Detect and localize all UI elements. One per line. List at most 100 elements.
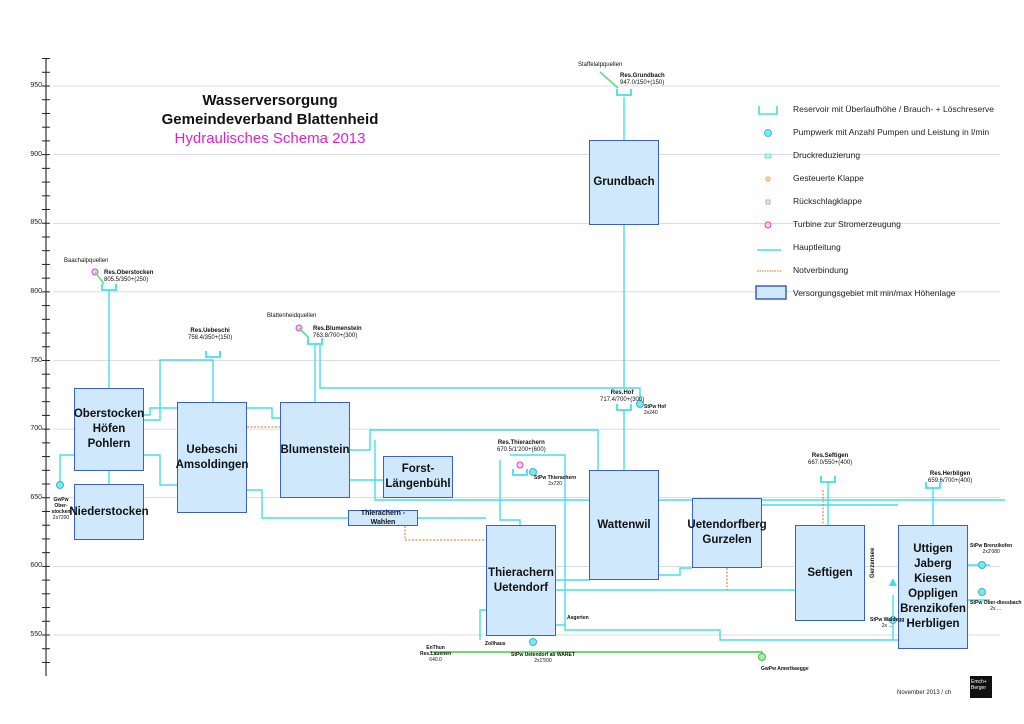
- pump-icon: [764, 129, 772, 137]
- pressure-reducer-icon: [764, 153, 772, 159]
- pipe-ober-uebeschi: [144, 454, 177, 486]
- source-label-baachalp: Baachalpquellen: [64, 258, 109, 264]
- axis-tick-label: 650: [30, 493, 42, 501]
- pump-amerikaegge-icon: [758, 653, 766, 661]
- area-thierachern-wahlen[interactable]: Thierachern -Wahlen: [348, 510, 418, 526]
- reservoir-uebeschi-icon: [205, 351, 221, 358]
- area-seftigen[interactable]: Seftigen: [795, 525, 865, 621]
- reservoir-grundbach-icon: [616, 89, 632, 96]
- reservoir-blumenstein-icon: [307, 338, 323, 345]
- main-line-icon: [757, 249, 781, 251]
- title-line-1: Wasserversorgung: [202, 92, 338, 109]
- reservoir-hof-icon: [616, 404, 632, 411]
- pump-hof-icon: [636, 400, 644, 408]
- legend-item-pressure-reducer: Druckreduzierung: [755, 148, 1020, 171]
- gerzensee-label: Gerzensee: [870, 547, 876, 578]
- legend-item-controlled-valve: Gesteuerte Klappe: [755, 171, 1020, 194]
- axis-tick-label: 950: [30, 82, 42, 89]
- elevation-axis: [42, 58, 50, 677]
- area-niederstocken[interactable]: Niederstocken: [69, 484, 149, 540]
- pipe-blumenstein-wattenwil: [350, 429, 599, 470]
- pump-brenzikofen-icon: [978, 561, 986, 569]
- source-label-blattenheid: Blattenheidquellen: [267, 313, 317, 319]
- supply-area-icon: [755, 285, 787, 300]
- source-arrow-blattenheid: [298, 327, 310, 339]
- subtitle: Hydraulisches Schema 2013: [174, 130, 366, 147]
- area-forst[interactable]: Forst- Längenbühl: [383, 456, 453, 498]
- pipe-long-east: [374, 440, 1005, 501]
- pump-waldegg-icon: [889, 616, 897, 624]
- area-uttigen[interactable]: Uttigen Jaberg Kiesen Oppligen Brenzikof…: [898, 525, 968, 649]
- legend: Reservoir mit Überlaufhöhe / Brauch- + L…: [755, 102, 1020, 309]
- pump-oberstocken-icon: [56, 481, 64, 489]
- turbine-icon: [764, 221, 772, 229]
- supply-line-external: [430, 651, 763, 660]
- axis-tick-label: 600: [30, 562, 42, 570]
- footer-date: November 2013 / ch: [897, 690, 952, 696]
- emergency-wahlen-thierachern: [404, 526, 486, 541]
- area-oberstocken[interactable]: Oberstocken Höfen Pohlern: [74, 388, 144, 471]
- pipe-south: [564, 625, 898, 641]
- axis-tick-label: 800: [30, 287, 42, 295]
- legend-item-check-valve: Rückschlagklappe: [755, 194, 1020, 217]
- axis-tick-label: 550: [30, 631, 42, 638]
- legend-item-supply-area: Versorgungsgebiet mit min/max Höhenlage: [755, 285, 1020, 309]
- area-uetendorfberg[interactable]: Uetendorfberg Gurzelen: [687, 498, 767, 568]
- axis-tick-label: 700: [30, 425, 42, 433]
- pipe-thierachern-res: [499, 460, 521, 525]
- area-grundbach[interactable]: Grundbach: [589, 140, 659, 225]
- area-thierachern-uetendorf[interactable]: Thierachern Uetendorf: [486, 525, 556, 636]
- pipe-zollhaus: [479, 609, 486, 640]
- axis-tick-label: 750: [30, 356, 42, 364]
- area-blumenstein[interactable]: Blumenstein: [280, 402, 350, 498]
- reservoir-oberstocken-icon: [101, 284, 117, 291]
- turbine-thierachern-icon: [516, 461, 524, 469]
- pipe-blumenstein-hof: [319, 344, 641, 404]
- legend-item-pump: Pumpwerk mit Anzahl Pumpen und Leistung …: [755, 125, 1020, 148]
- source-arrow-baachalp: [94, 271, 105, 285]
- area-uebeschi[interactable]: Uebeschi Amsoldingen: [176, 402, 248, 513]
- controlled-valve-icon: [765, 176, 771, 182]
- legend-item-turbine: Turbine zur Stromerzeugung: [755, 217, 1020, 240]
- gerzensee-arrow-icon: [889, 578, 897, 586]
- pipe-network: [59, 97, 1005, 660]
- check-valve-icon: [765, 199, 771, 205]
- pump-uetendorf-icon: [529, 638, 537, 646]
- emergency-line-icon: [757, 270, 781, 272]
- zollhaus-label: Zollhaus: [485, 641, 506, 647]
- axis-tick-label: 850: [30, 219, 42, 227]
- reservoir-herbligen-icon: [925, 482, 941, 489]
- legend-item-main-line: Hauptleitung: [755, 240, 1020, 263]
- company-logo: Emch+Berger: [970, 676, 992, 698]
- pump-amerikaegge-label: GwPw Amerikaegge: [761, 666, 809, 672]
- source-label-staffelalp: Staffelalpquellen: [578, 62, 623, 68]
- pump-thierachern-icon: [529, 468, 537, 476]
- area-wattenwil[interactable]: Wattenwil: [589, 470, 659, 580]
- asgerten-label: Asgerten: [567, 615, 589, 621]
- source-arrow-staffelalp: [599, 71, 619, 89]
- reservoir-icon: [758, 106, 778, 115]
- pipe-gwpw-oberstocken: [59, 454, 74, 485]
- pipe-uebeschi: [144, 359, 214, 421]
- legend-item-emergency-line: Notverbindung: [755, 263, 1020, 286]
- title-line-2: Gemeindeverband Blattenheid: [161, 111, 379, 128]
- pipe-uebeschi-wahlen: [247, 489, 348, 519]
- legend-item-reservoir: Reservoir mit Überlaufhöhe / Brauch- + L…: [755, 102, 1020, 125]
- pipe-wattenwil-uetendorfberg: [659, 567, 692, 576]
- axis-tick-label: 900: [30, 150, 42, 158]
- reservoir-thierachern-icon: [512, 469, 528, 476]
